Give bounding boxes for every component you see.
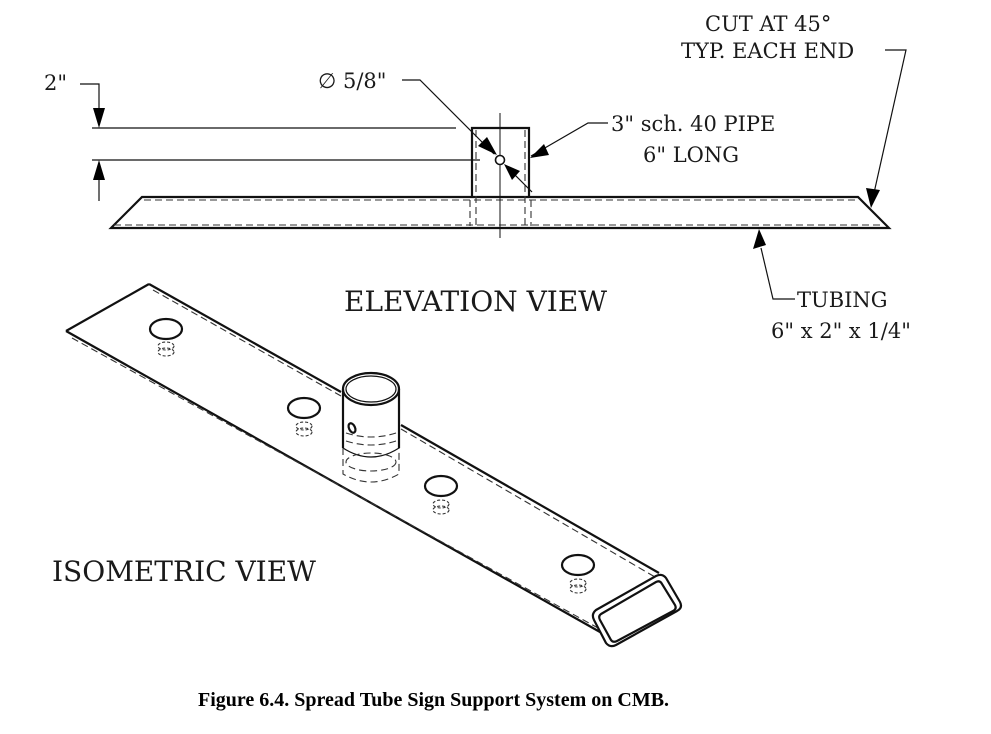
pipe-label-line1: 3" sch. 40 PIPE xyxy=(611,112,775,136)
hole-callout: ∅ 5/8" xyxy=(318,69,533,193)
iso-tube-open-end-inner xyxy=(598,580,677,643)
iso-tube-open-end-outer xyxy=(591,573,683,648)
bolt-hole xyxy=(494,154,506,166)
pipe-hidden-bottom-1 xyxy=(345,452,397,472)
iso-tube xyxy=(65,283,683,648)
pipe-top-rim-inner xyxy=(345,375,397,403)
hole-arrow-in-icon xyxy=(478,137,497,155)
elevation-view-title: ELEVATION VIEW xyxy=(344,285,607,318)
pipe-bolt-hole xyxy=(347,422,357,434)
iso-tube-inner-top-a xyxy=(152,289,342,397)
hole-bottom-ring-2 xyxy=(569,584,587,594)
iso-tube-back-end xyxy=(65,283,150,332)
iso-pipe xyxy=(341,371,401,483)
hole-leader-line xyxy=(402,79,495,155)
dimension-arrow-down-icon xyxy=(93,108,105,128)
hole-bottom-ring xyxy=(157,341,175,351)
tubing-outline xyxy=(108,195,892,230)
pipe-label-line2: 6" LONG xyxy=(643,143,739,167)
iso-bolt-hole-1 xyxy=(148,317,184,357)
hole-top-ring xyxy=(286,396,322,420)
hole-top-ring xyxy=(560,553,596,577)
hole-bottom-ring-2 xyxy=(295,427,313,437)
pipe-leader-line xyxy=(530,122,608,157)
tubing-leader-line xyxy=(760,247,795,300)
hole-bottom-ring xyxy=(569,578,587,588)
hole-bottom-ring xyxy=(432,499,450,509)
elevation-view: 2" ∅ 5/8" 3" sch. 40 PIPE 6" LONG CUT AT… xyxy=(44,12,911,343)
iso-tube-inner-bottom xyxy=(71,337,599,629)
cut-leader-line xyxy=(873,49,907,194)
dimension-arrow-up-icon xyxy=(93,160,105,180)
hole-top-ring xyxy=(148,317,184,341)
iso-bolt-hole-2 xyxy=(286,396,322,437)
hole-bottom-ring-2 xyxy=(432,505,450,515)
pipe-callout: 3" sch. 40 PIPE 6" LONG xyxy=(530,112,775,167)
dimension-leader-top xyxy=(80,83,100,112)
isometric-view-title: ISOMETRIC VIEW xyxy=(52,555,316,588)
hole-arrow-out-icon xyxy=(504,164,520,180)
cut-label-line2: TYP. EACH END xyxy=(681,39,854,63)
iso-bolt-hole-3 xyxy=(423,474,459,515)
pipe-arrow-icon xyxy=(530,144,549,158)
cut-label-line1: CUT AT 45° xyxy=(705,12,831,36)
cut-arrow-icon xyxy=(866,188,880,208)
dimension-2in: 2" xyxy=(44,71,480,201)
isometric-view: ISOMETRIC VIEW xyxy=(52,283,683,648)
tubing-label-line1: TUBING xyxy=(797,288,888,312)
pipe-hidden-ring-1 xyxy=(345,432,397,438)
pipe-hidden-ring-2 xyxy=(345,440,397,446)
hole-bottom-ring xyxy=(295,421,313,431)
dimension-label: 2" xyxy=(44,71,67,95)
hole-top-ring xyxy=(423,474,459,498)
hole-diameter-label: ∅ 5/8" xyxy=(318,69,386,93)
pipe-hidden-bottom-2 xyxy=(342,448,400,483)
cut-callout: CUT AT 45° TYP. EACH END xyxy=(681,12,907,208)
pipe-top-rim xyxy=(341,371,401,407)
iso-tube-top-edge-b xyxy=(400,424,660,574)
iso-bolt-hole-4 xyxy=(560,553,596,594)
elevation-pipe xyxy=(469,113,532,238)
tubing-callout: TUBING 6" x 2" x 1/4" xyxy=(753,229,911,343)
hole-bottom-ring-2 xyxy=(157,347,175,357)
figure-caption: Figure 6.4. Spread Tube Sign Support Sys… xyxy=(198,689,669,711)
tubing-label-line2: 6" x 2" x 1/4" xyxy=(771,319,911,343)
iso-tube-top-edge-a xyxy=(148,283,342,393)
iso-tube-inner-top-b xyxy=(400,428,656,578)
tubing-arrow-icon xyxy=(753,229,766,249)
pipe-base-curve xyxy=(342,447,400,458)
